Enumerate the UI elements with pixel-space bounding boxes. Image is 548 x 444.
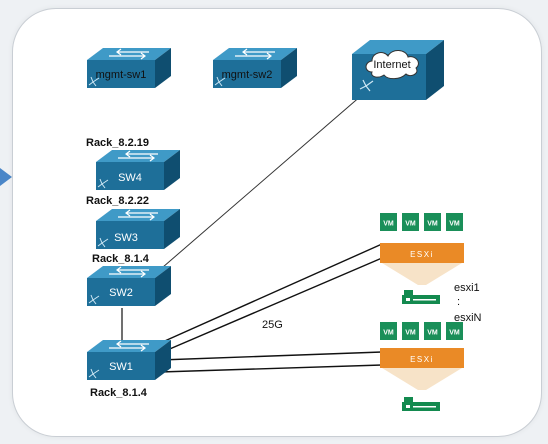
server-icon bbox=[402, 290, 440, 304]
svg-text:VM: VM bbox=[427, 221, 438, 228]
switch-label: SW1 bbox=[109, 361, 133, 373]
switch-sw2[interactable]: SW2 bbox=[86, 265, 172, 307]
svg-text:VM: VM bbox=[427, 330, 438, 337]
svg-text:VM: VM bbox=[405, 221, 416, 228]
switch-icon bbox=[95, 208, 181, 250]
vm-icon: VM bbox=[424, 213, 441, 231]
vm-icon: VM bbox=[402, 213, 419, 231]
esxi-host-bottom[interactable]: VM VM VM VM ESXi bbox=[380, 322, 464, 411]
svg-text:VM: VM bbox=[449, 330, 460, 337]
switch-label: mgmt-sw1 bbox=[96, 69, 147, 81]
sw1-esxi1-link-b bbox=[157, 257, 383, 355]
rack-label: Rack_8.1.4 bbox=[92, 253, 150, 265]
left-arrow-icon bbox=[0, 168, 12, 186]
sw1-esxi1-link-a bbox=[157, 243, 383, 345]
svg-text:VM: VM bbox=[449, 221, 460, 228]
esxi-hypervisor-icon: ESXi bbox=[380, 243, 464, 285]
internet-link bbox=[147, 94, 363, 281]
switch-icon bbox=[86, 265, 172, 307]
server-icon bbox=[402, 397, 440, 411]
switch-mgmt-sw2[interactable]: mgmt-sw2 bbox=[212, 47, 298, 89]
switch-icon bbox=[86, 339, 172, 381]
sw1-esxin-link-b bbox=[159, 364, 383, 373]
vm-icon: VM bbox=[424, 322, 441, 340]
internet-label: Internet bbox=[373, 59, 410, 71]
rack-label: Rack_8.2.19 bbox=[86, 137, 149, 149]
svg-text:VM: VM bbox=[405, 330, 416, 337]
switch-label: SW4 bbox=[118, 172, 142, 184]
switch-label: SW3 bbox=[114, 232, 138, 244]
svg-text:VM: VM bbox=[383, 330, 394, 337]
switch-sw1[interactable]: SW1 bbox=[86, 339, 172, 381]
esxi-label: ESXi bbox=[410, 355, 434, 364]
vm-icon: VM bbox=[446, 213, 463, 231]
switch-icon bbox=[95, 149, 181, 191]
switch-icon bbox=[86, 47, 172, 89]
sw1-esxin-link-a bbox=[159, 351, 383, 361]
esxi-host-top[interactable]: VM VM VM VM ESXi bbox=[380, 213, 464, 304]
rack-label: Rack_8.1.4 bbox=[90, 387, 148, 399]
vm-icon: VM bbox=[380, 322, 397, 340]
vm-icon: VM bbox=[380, 213, 397, 231]
switch-sw4[interactable]: SW4 bbox=[95, 149, 181, 191]
switch-sw3[interactable]: SW3 bbox=[95, 208, 181, 250]
rack-label: Rack_8.2.22 bbox=[86, 195, 149, 207]
host-ellipsis: : bbox=[457, 296, 460, 308]
esxi-hypervisor-icon: ESXi bbox=[380, 348, 464, 390]
svg-text:VM: VM bbox=[383, 221, 394, 228]
switch-label: mgmt-sw2 bbox=[222, 69, 273, 81]
esxi-label: ESXi bbox=[410, 250, 434, 259]
host-name-label: esxiN bbox=[454, 312, 482, 324]
switch-label: SW2 bbox=[109, 287, 133, 299]
vm-icon: VM bbox=[402, 322, 419, 340]
internet-cloud-icon bbox=[365, 50, 419, 80]
host-name-label: esxi1 bbox=[454, 282, 480, 294]
switch-mgmt-sw1[interactable]: mgmt-sw1 bbox=[86, 47, 172, 89]
vm-icon: VM bbox=[446, 322, 463, 340]
link-speed-label: 25G bbox=[262, 319, 283, 331]
switch-icon bbox=[212, 47, 298, 89]
firewall[interactable]: Internet bbox=[352, 40, 444, 100]
